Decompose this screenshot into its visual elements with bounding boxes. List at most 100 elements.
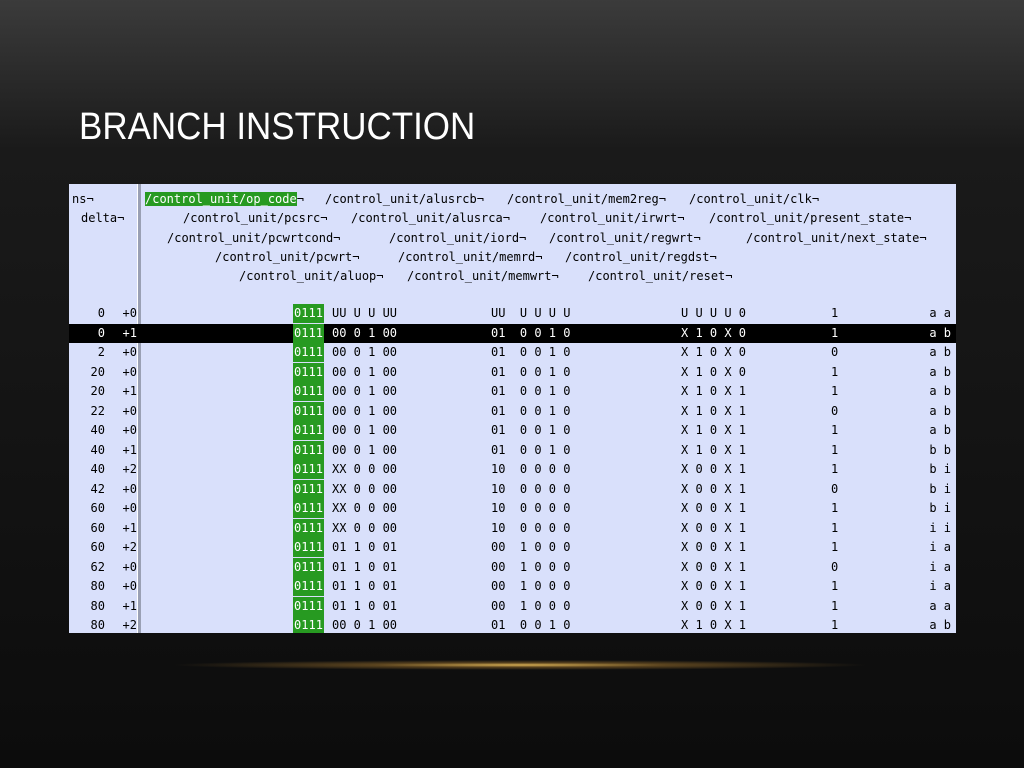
dropdown-arrow-icon: ¬ (709, 250, 717, 264)
signal-header-aluop[interactable]: /control_unit/aluop¬ (239, 269, 384, 283)
value-group-b-cell: 01 0 0 1 0 (491, 618, 571, 632)
value-group-a-cell: 01 1 0 01 (332, 559, 398, 574)
op-code-cell: 0111 (293, 323, 324, 343)
delta-header: delta¬ (81, 211, 125, 225)
op-code-cell: 0111 (293, 479, 324, 499)
state-cell: i i (929, 520, 951, 535)
op-code-cell: 0111 (293, 362, 324, 382)
signal-header-regwrt[interactable]: /control_unit/regwrt¬ (549, 231, 701, 245)
signal-header-present-state[interactable]: /control_unit/present_state¬ (709, 211, 912, 225)
state-cell: a b (929, 384, 951, 398)
value-group-b-cell: 01 0 0 1 0 (491, 423, 571, 437)
clk-cell: 0 (831, 403, 839, 418)
dropdown-arrow-icon: ¬ (811, 192, 820, 206)
dropdown-arrow-icon: ¬ (535, 250, 543, 264)
signal-header-pcsrc[interactable]: /control_unit/pcsrc¬ (183, 211, 328, 225)
value-group-a-cell: XX 0 0 00 (332, 501, 398, 515)
signal-header-pcwrtcond[interactable]: /control_unit/pcwrtcond¬ (167, 231, 341, 245)
op-code-cell: 0111 (293, 518, 324, 538)
op-code-cell: 0111 (293, 440, 324, 460)
delta-cell: +0 (122, 403, 137, 418)
dropdown-arrow-icon: ¬ (551, 269, 559, 283)
ns-cell: 40 (90, 462, 105, 476)
state-cell: a b (929, 403, 951, 418)
delta-cell: +1 (122, 598, 137, 613)
signal-header-alusrcb[interactable]: /control_unit/alusrcb¬ (325, 192, 484, 206)
delta-cell: +0 (122, 306, 137, 320)
ns-cell: 2 (97, 345, 105, 359)
value-group-a-cell: UU U U UU (332, 306, 398, 320)
value-group-c-cell: X 0 0 X 1 (681, 559, 747, 574)
signal-header-regdst[interactable]: /control_unit/regdst¬ (565, 250, 717, 264)
state-cell: b i (929, 481, 951, 496)
ns-cell: 80 (90, 598, 105, 613)
value-group-c-cell: X 1 0 X 1 (681, 442, 747, 457)
clk-cell: 1 (831, 520, 839, 535)
dropdown-arrow-icon: ¬ (352, 250, 360, 264)
ns-cell: 60 (90, 520, 105, 535)
clk-cell: 1 (831, 618, 839, 632)
signal-header-pcwrt[interactable]: /control_unit/pcwrt¬ (215, 250, 360, 264)
op-code-cell: 0111 (293, 538, 324, 557)
clk-cell: 1 (831, 501, 839, 515)
column-separator[interactable] (137, 184, 141, 633)
op-code-cell: 0111 (293, 343, 324, 362)
ns-cell: 40 (90, 423, 105, 437)
dropdown-arrow-icon: ¬ (693, 231, 701, 245)
signal-header-memwrt[interactable]: /control_unit/memwrt¬ (407, 269, 559, 283)
ns-cell: 22 (90, 403, 105, 418)
op-code-cell: 0111 (293, 577, 324, 596)
state-cell: i a (929, 579, 951, 593)
value-group-c-cell: X 1 0 X 1 (681, 618, 747, 632)
value-group-b-cell: 01 0 0 1 0 (491, 325, 571, 340)
clk-cell: 1 (831, 598, 839, 613)
value-group-b-cell: 10 0 0 0 0 (491, 520, 571, 535)
state-cell: b i (929, 462, 951, 476)
value-group-b-cell: 00 1 0 0 0 (491, 579, 571, 593)
dropdown-arrow-icon: ¬ (296, 192, 304, 206)
value-group-b-cell: 10 0 0 0 0 (491, 462, 571, 476)
dropdown-arrow-icon: ¬ (677, 211, 685, 225)
clk-cell: 1 (831, 325, 839, 340)
signal-header-clk[interactable]: /control_unit/clk¬ (689, 192, 820, 206)
value-group-b-cell: 00 1 0 0 0 (491, 598, 571, 613)
signal-header-op-code[interactable]: /control_unit/op_code¬ (145, 192, 304, 206)
signal-header-reset[interactable]: /control_unit/reset¬ (588, 269, 733, 283)
signal-header-irwrt[interactable]: /control_unit/irwrt¬ (540, 211, 685, 225)
dropdown-arrow-icon: ¬ (519, 231, 527, 245)
dropdown-arrow-icon: ¬ (86, 192, 94, 206)
op-code-cell: 0111 (293, 304, 324, 323)
list-window[interactable]: ns¬ delta¬ /control_unit/op_code¬ /contr… (69, 184, 956, 633)
clk-cell: 1 (831, 423, 839, 437)
signal-header-memrd[interactable]: /control_unit/memrd¬ (398, 250, 543, 264)
clk-cell: 1 (831, 306, 839, 320)
value-group-a-cell: 00 0 1 00 (332, 618, 398, 632)
value-group-a-cell: XX 0 0 00 (332, 520, 398, 535)
value-group-c-cell: X 1 0 X 1 (681, 423, 747, 437)
signal-header-mem2reg[interactable]: /control_unit/mem2reg¬ (507, 192, 666, 206)
signal-header-next-state[interactable]: /control_unit/next_state¬ (746, 231, 927, 245)
value-group-a-cell: 00 0 1 00 (332, 345, 398, 359)
clk-cell: 1 (831, 462, 839, 476)
signal-header-iord[interactable]: /control_unit/iord¬ (389, 231, 527, 245)
clk-cell: 0 (831, 481, 839, 496)
signal-header-alusrca[interactable]: /control_unit/alusrca¬ (351, 211, 510, 225)
ns-cell: 40 (90, 442, 105, 457)
